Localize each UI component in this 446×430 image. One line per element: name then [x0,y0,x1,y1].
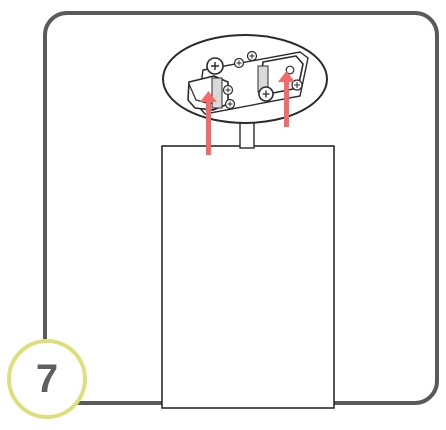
screw-icon [233,57,245,69]
step-badge: 7 [7,339,87,419]
screw-icon [258,86,274,102]
screw-icon [222,84,234,96]
step-number: 7 [35,357,59,401]
arrow-up-icon [278,71,295,127]
arrow-up-icon [200,91,217,155]
screw-icon [224,98,236,110]
fixture-body [161,145,335,409]
ceiling-mount-plate [162,34,328,124]
screw-icon [246,50,258,62]
screw-icon [291,79,303,91]
screw-icon [206,57,224,75]
